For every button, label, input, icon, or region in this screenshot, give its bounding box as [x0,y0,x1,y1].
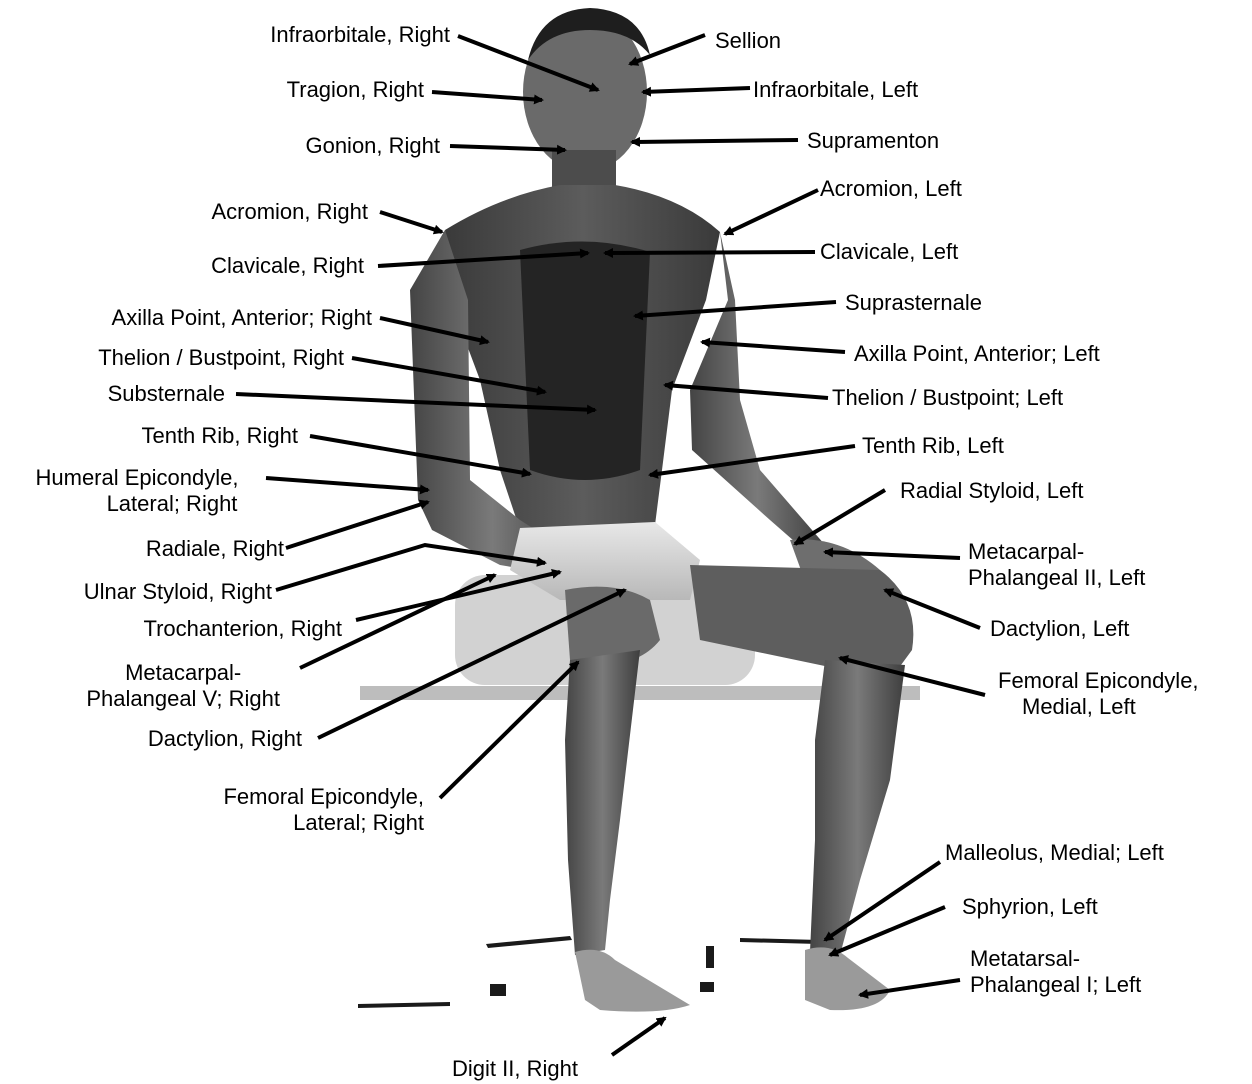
label-infraorbitale-right: Infraorbitale, Right [270,22,450,48]
arrow-acromion-left [725,190,818,234]
label-ulnar-styloid-right: Ulnar Styloid, Right [84,579,272,605]
legs [565,565,913,1012]
label-humeral-line1: Humeral Epicondyle, [12,465,262,491]
label-dactylion-right: Dactylion, Right [148,726,302,752]
label-suprasternale: Suprasternale [845,290,982,316]
label-substernale: Substernale [108,381,225,407]
label-mcp2-line1: Metacarpal- [968,539,1145,565]
label-dactylion-left: Dactylion, Left [990,616,1129,642]
arrow-humeral-1 [266,478,428,490]
label-thelion-left: Thelion / Bustpoint; Left [832,385,1063,411]
label-tenth-rib-left: Tenth Rib, Left [862,433,1004,459]
label-radial-styloid-left: Radial Styloid, Left [900,478,1083,504]
label-mtp1-line2: Phalangeal I; Left [970,972,1141,998]
label-infraorbitale-left: Infraorbitale, Left [753,77,918,103]
label-axilla-left: Axilla Point, Anterior; Left [854,341,1100,367]
label-femoral-epicondyle-lateral-right: Femoral Epicondyle, Lateral; Right [223,784,424,836]
label-gonion-right: Gonion, Right [305,133,440,159]
label-mtp1-left: Metatarsal- Phalangeal I; Left [970,946,1141,998]
arrow-acromion-right [380,212,442,232]
label-mcp5-line2: Phalangeal V; Right [86,686,280,712]
label-fem-med-line2: Medial, Left [998,694,1199,720]
label-tragion-right: Tragion, Right [287,77,424,103]
arrow-digit2-right [612,1018,665,1055]
arrow-thelion-left [665,385,828,398]
label-fem-lat-line2: Lateral; Right [223,810,424,836]
label-axilla-right: Axilla Point, Anterior; Right [112,305,372,331]
arrow-humeral-2 [286,502,428,548]
label-sellion: Sellion [715,28,781,54]
torso [445,185,720,530]
label-fem-med-line1: Femoral Epicondyle, [998,668,1199,694]
label-fem-lat-line1: Femoral Epicondyle, [223,784,424,810]
label-supramenton: Supramenton [807,128,939,154]
label-digit2-right: Digit II, Right [452,1056,578,1082]
label-clavicale-right: Clavicale, Right [211,253,364,279]
label-clavicale-left: Clavicale, Left [820,239,958,265]
label-mcp5-right: Metacarpal- Phalangeal V; Right [86,660,280,712]
label-sphyrion-left: Sphyrion, Left [962,894,1098,920]
label-femoral-epicondyle-medial-left: Femoral Epicondyle, Medial, Left [998,668,1199,720]
label-mcp2-left: Metacarpal- Phalangeal II, Left [968,539,1145,591]
arrow-clavicale-left [605,252,815,253]
label-acromion-right: Acromion, Right [211,199,368,225]
label-acromion-left: Acromion, Left [820,176,962,202]
label-humeral-line2: Lateral; Right [12,491,262,517]
label-humeral-epicondyle-right: Humeral Epicondyle, Lateral; Right [12,465,262,517]
arrow-supramenton [632,140,798,142]
arrow-radial-styloid-left [795,490,885,544]
label-trochanterion-right: Trochanterion, Right [143,616,342,642]
arrow-infraorbitale-left [643,88,750,92]
label-mtp1-line1: Metatarsal- [970,946,1141,972]
label-thelion-right: Thelion / Bustpoint, Right [98,345,344,371]
label-mcp2-line2: Phalangeal II, Left [968,565,1145,591]
label-tenth-rib-right: Tenth Rib, Right [141,423,298,449]
label-malleolus-medial-left: Malleolus, Medial; Left [945,840,1164,866]
label-mcp5-line1: Metacarpal- [86,660,280,686]
label-radiale-right: Radiale, Right [146,536,284,562]
